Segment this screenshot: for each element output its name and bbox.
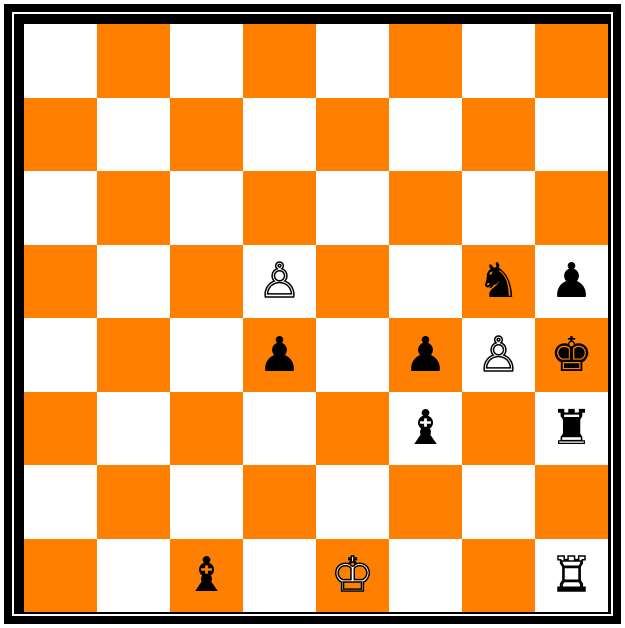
square-g2[interactable] (462, 465, 535, 539)
square-e4[interactable] (316, 318, 389, 392)
square-e2[interactable] (316, 465, 389, 539)
square-d6[interactable] (243, 171, 316, 245)
square-e6[interactable] (316, 171, 389, 245)
square-f3[interactable]: ♝ (389, 392, 462, 466)
square-g5[interactable]: ♞ (462, 245, 535, 319)
square-h6[interactable] (535, 171, 608, 245)
square-c4[interactable] (170, 318, 243, 392)
square-d2[interactable] (243, 465, 316, 539)
square-f2[interactable] (389, 465, 462, 539)
black-bishop-piece[interactable]: ♝ (185, 551, 228, 599)
square-a8[interactable] (24, 24, 97, 98)
square-b1[interactable] (97, 539, 170, 613)
square-a1[interactable] (24, 539, 97, 613)
square-a5[interactable] (24, 245, 97, 319)
square-c7[interactable] (170, 98, 243, 172)
square-a6[interactable] (24, 171, 97, 245)
square-d4[interactable]: ♟ (243, 318, 316, 392)
square-b6[interactable] (97, 171, 170, 245)
square-e7[interactable] (316, 98, 389, 172)
square-h4[interactable]: ♚ (535, 318, 608, 392)
square-h5[interactable]: ♟ (535, 245, 608, 319)
square-e5[interactable] (316, 245, 389, 319)
white-pawn-piece[interactable]: ♙ (258, 257, 301, 305)
square-a4[interactable] (24, 318, 97, 392)
square-c5[interactable] (170, 245, 243, 319)
square-c3[interactable] (170, 392, 243, 466)
chess-board: ♙ ♞ ♟ ♟ ♟ ♙ ♚ ♝ ♜ ♝ ♔ ♖ (24, 24, 608, 612)
square-g7[interactable] (462, 98, 535, 172)
square-g4[interactable]: ♙ (462, 318, 535, 392)
square-f4[interactable]: ♟ (389, 318, 462, 392)
square-h1[interactable]: ♖ (535, 539, 608, 613)
square-f7[interactable] (389, 98, 462, 172)
square-e1[interactable]: ♔ (316, 539, 389, 613)
square-f1[interactable] (389, 539, 462, 613)
square-c8[interactable] (170, 24, 243, 98)
black-knight-piece[interactable]: ♞ (477, 257, 520, 305)
square-d8[interactable] (243, 24, 316, 98)
square-f8[interactable] (389, 24, 462, 98)
square-d1[interactable] (243, 539, 316, 613)
square-g1[interactable] (462, 539, 535, 613)
square-g8[interactable] (462, 24, 535, 98)
white-rook-piece[interactable]: ♖ (550, 551, 593, 599)
square-b4[interactable] (97, 318, 170, 392)
square-h2[interactable] (535, 465, 608, 539)
square-b2[interactable] (97, 465, 170, 539)
black-bishop-piece[interactable]: ♝ (404, 404, 447, 452)
square-d3[interactable] (243, 392, 316, 466)
square-g6[interactable] (462, 171, 535, 245)
square-f5[interactable] (389, 245, 462, 319)
square-c6[interactable] (170, 171, 243, 245)
square-c2[interactable] (170, 465, 243, 539)
square-d5[interactable]: ♙ (243, 245, 316, 319)
black-rook-piece[interactable]: ♜ (550, 404, 593, 452)
square-a2[interactable] (24, 465, 97, 539)
white-king-piece[interactable]: ♔ (331, 551, 374, 599)
square-a7[interactable] (24, 98, 97, 172)
square-e3[interactable] (316, 392, 389, 466)
square-e8[interactable] (316, 24, 389, 98)
black-pawn-piece[interactable]: ♟ (550, 257, 593, 305)
square-g3[interactable] (462, 392, 535, 466)
square-h7[interactable] (535, 98, 608, 172)
black-king-piece[interactable]: ♚ (550, 331, 593, 379)
square-d7[interactable] (243, 98, 316, 172)
white-pawn-piece[interactable]: ♙ (477, 331, 520, 379)
square-c1[interactable]: ♝ (170, 539, 243, 613)
square-b8[interactable] (97, 24, 170, 98)
square-a3[interactable] (24, 392, 97, 466)
black-pawn-piece[interactable]: ♟ (404, 331, 447, 379)
square-f6[interactable] (389, 171, 462, 245)
square-h3[interactable]: ♜ (535, 392, 608, 466)
square-h8[interactable] (535, 24, 608, 98)
square-b7[interactable] (97, 98, 170, 172)
square-b3[interactable] (97, 392, 170, 466)
black-pawn-piece[interactable]: ♟ (258, 331, 301, 379)
square-b5[interactable] (97, 245, 170, 319)
